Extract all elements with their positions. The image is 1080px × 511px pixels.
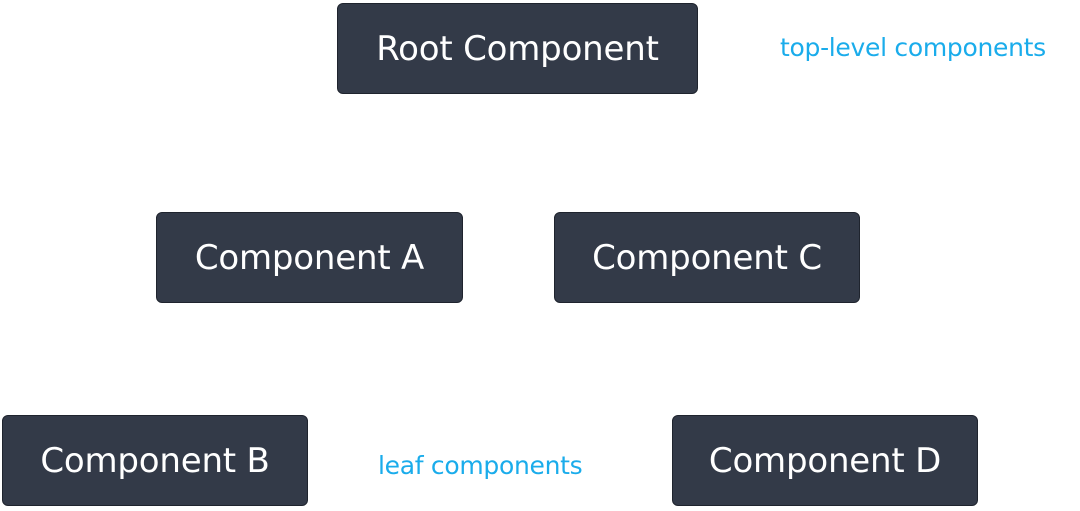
component-a-label: Component A xyxy=(194,237,425,278)
component-b-label: Component B xyxy=(40,440,270,481)
component-d-label: Component D xyxy=(708,440,942,481)
component-b-node: Component B xyxy=(2,415,308,506)
component-c-node: Component C xyxy=(554,212,860,303)
component-c-label: Component C xyxy=(592,237,822,278)
root-component-label: Root Component xyxy=(376,28,659,69)
component-a-node: Component A xyxy=(156,212,463,303)
component-d-node: Component D xyxy=(672,415,978,506)
root-component-node: Root Component xyxy=(337,3,698,94)
leaf-components-annotation: leaf components xyxy=(378,451,583,480)
top-level-components-annotation: top-level components xyxy=(780,33,1046,62)
